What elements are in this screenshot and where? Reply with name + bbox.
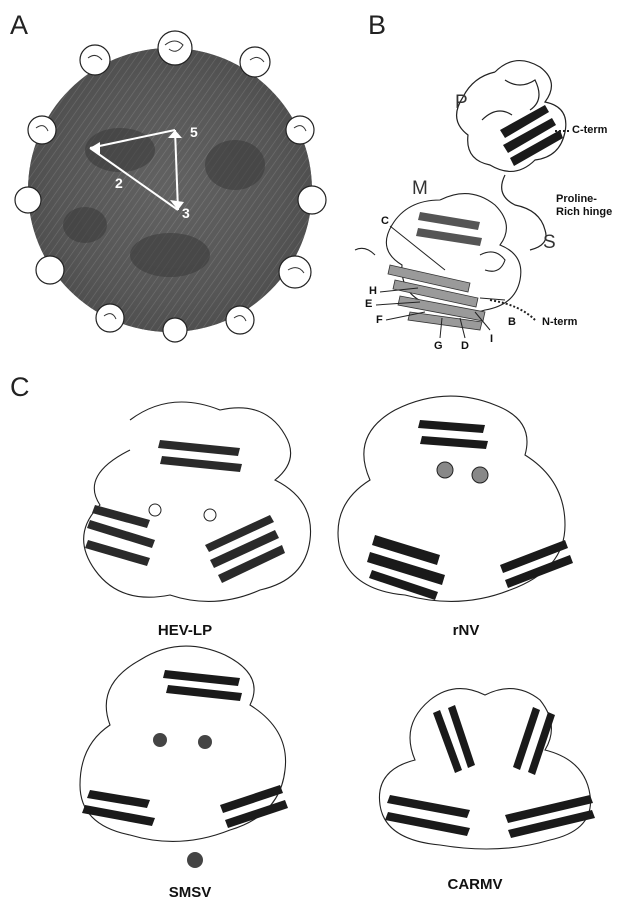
structure-hev-lp [84, 402, 311, 601]
structure-label-carmv: CARMV [375, 876, 575, 893]
structure-rnv [338, 396, 573, 601]
structure-label-hev-lp: HEV-LP [85, 622, 285, 639]
structure-carmv [379, 689, 595, 849]
structure-smsv [80, 646, 288, 868]
structure-label-rnv: rNV [366, 622, 566, 639]
structure-label-smsv: SMSV [90, 884, 290, 901]
